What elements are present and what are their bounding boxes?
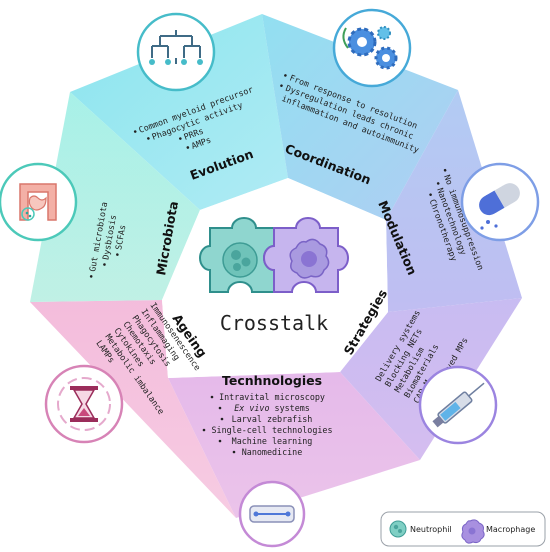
technologies-title: Tecnhnologies [222, 373, 322, 388]
bullet [179, 137, 182, 140]
segment-microbiota [30, 92, 200, 302]
segment-technologies [168, 372, 420, 518]
neutrophil-nucleus [241, 257, 251, 267]
bullet [202, 428, 206, 432]
technologies-items: Intravital microscopy Ex vivo systems La… [202, 392, 333, 457]
legend-macrophage-label: Macrophage [486, 525, 535, 534]
phylogenetic-tree-icon [136, 12, 216, 92]
list-item: SCFAs [113, 224, 127, 251]
bullet [103, 263, 106, 266]
bullet [218, 406, 222, 410]
macrophage-nucleus [301, 251, 317, 267]
center-title: Crosstalk [220, 311, 328, 335]
list-item: Intravital microscopy [219, 392, 325, 402]
bullet [443, 168, 447, 172]
neutrophil-cell [222, 242, 258, 278]
intestine-icon [0, 162, 78, 242]
segment-coordination [262, 14, 458, 220]
bullet [147, 137, 150, 140]
neutrophil-nucleus [231, 250, 241, 260]
syringe-icon [418, 365, 498, 445]
list-item: Machine learning [232, 436, 313, 446]
legend-neutrophil-label: Neutrophil [410, 525, 452, 534]
bullet [210, 395, 214, 399]
bullet [284, 74, 287, 77]
gears-icon [332, 8, 412, 88]
list-item: Single-cell technologies [211, 425, 332, 435]
bullet [186, 146, 190, 149]
capsule-icon [460, 162, 540, 242]
list-item: Larval zebrafish [232, 414, 313, 424]
list-item: Nanomedicine [242, 447, 303, 457]
microfluidic-chip-icon [238, 480, 306, 548]
bullet [429, 193, 432, 197]
list-item: Ex vivo systems [234, 403, 310, 413]
segment-ageing [30, 300, 236, 518]
segment-evolution [70, 14, 288, 210]
neutrophil-nucleus [233, 263, 241, 271]
bullet [89, 275, 93, 278]
segment-modulation [386, 90, 522, 312]
hourglass-icon [44, 364, 124, 444]
bullet [280, 84, 283, 87]
neutrophil-legend-icon [389, 520, 407, 538]
legend: Neutrophil Macrophage [380, 511, 546, 547]
bullet [232, 450, 236, 454]
puzzle-icon [199, 217, 349, 293]
bullet [116, 253, 119, 256]
bullet [218, 439, 222, 443]
bullet [133, 130, 137, 133]
bullet [436, 182, 440, 185]
bullet [220, 417, 224, 421]
